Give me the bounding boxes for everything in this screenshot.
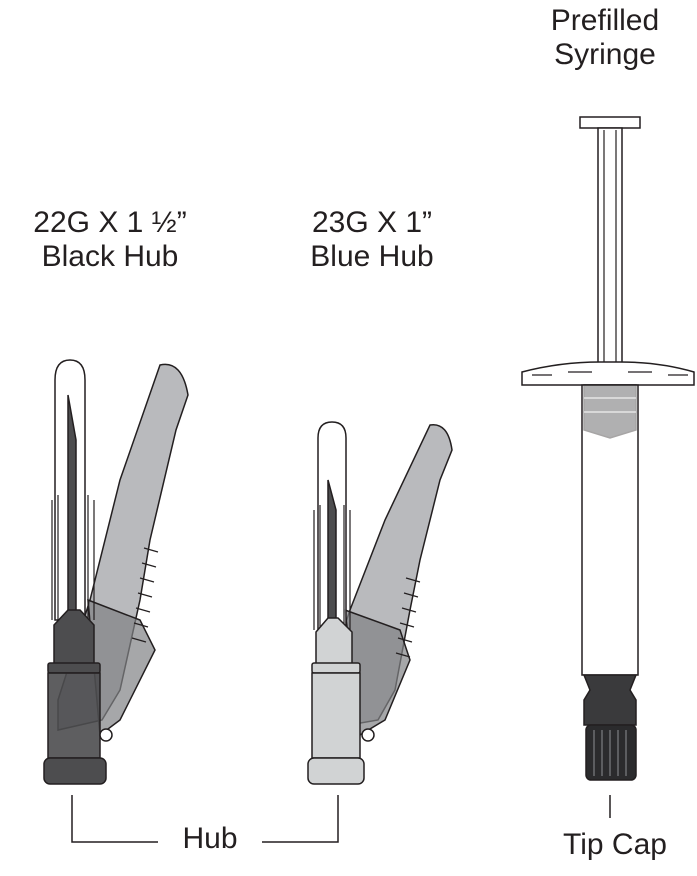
syringe-tip bbox=[582, 674, 638, 726]
syringe-finger-flange bbox=[521, 361, 695, 386]
needle-23g bbox=[307, 421, 453, 785]
needle-22g-hub-color: Black Hub bbox=[41, 240, 179, 273]
syringe-plunger-head bbox=[579, 116, 641, 129]
syringe-label-line2: Syringe bbox=[554, 38, 656, 71]
syringe-label-line1: Prefilled bbox=[550, 4, 660, 37]
needle-22g-label: 22G X 1 ½” Black Hub bbox=[10, 206, 210, 274]
needle-23g-hub-collar bbox=[311, 662, 361, 674]
syringe-label: Prefilled Syringe bbox=[505, 4, 697, 72]
needle-22g-gauge: 22G X 1 ½” bbox=[33, 206, 187, 239]
prefilled-syringe bbox=[521, 116, 695, 818]
syringe-tip-cap bbox=[585, 724, 637, 781]
needle-22g-hub-flange bbox=[43, 757, 107, 785]
tip-cap-label: Tip Cap bbox=[563, 828, 667, 861]
hub-bracket bbox=[71, 795, 339, 843]
needle-23g-hub-color: Blue Hub bbox=[310, 240, 434, 273]
needle-22g-hub bbox=[53, 609, 95, 666]
needle-23g-shield-ridges bbox=[395, 577, 421, 658]
needle-23g-hub-base bbox=[311, 672, 361, 759]
needle-22g bbox=[43, 359, 189, 785]
needle-22g-hub-base bbox=[47, 672, 101, 759]
needle-22g-hub-collar bbox=[47, 662, 101, 674]
needle-23g-hub-flange bbox=[307, 757, 365, 785]
needle-23g-gauge: 23G X 1” bbox=[311, 206, 433, 239]
needle-22g-needle bbox=[67, 394, 77, 626]
syringe-plunger-rod bbox=[597, 127, 623, 386]
hub-label: Hub bbox=[182, 822, 238, 855]
needle-23g-label: 23G X 1” Blue Hub bbox=[272, 206, 472, 274]
syringe-barrel bbox=[581, 384, 639, 676]
needle-22g-shield-ridges bbox=[131, 547, 159, 643]
